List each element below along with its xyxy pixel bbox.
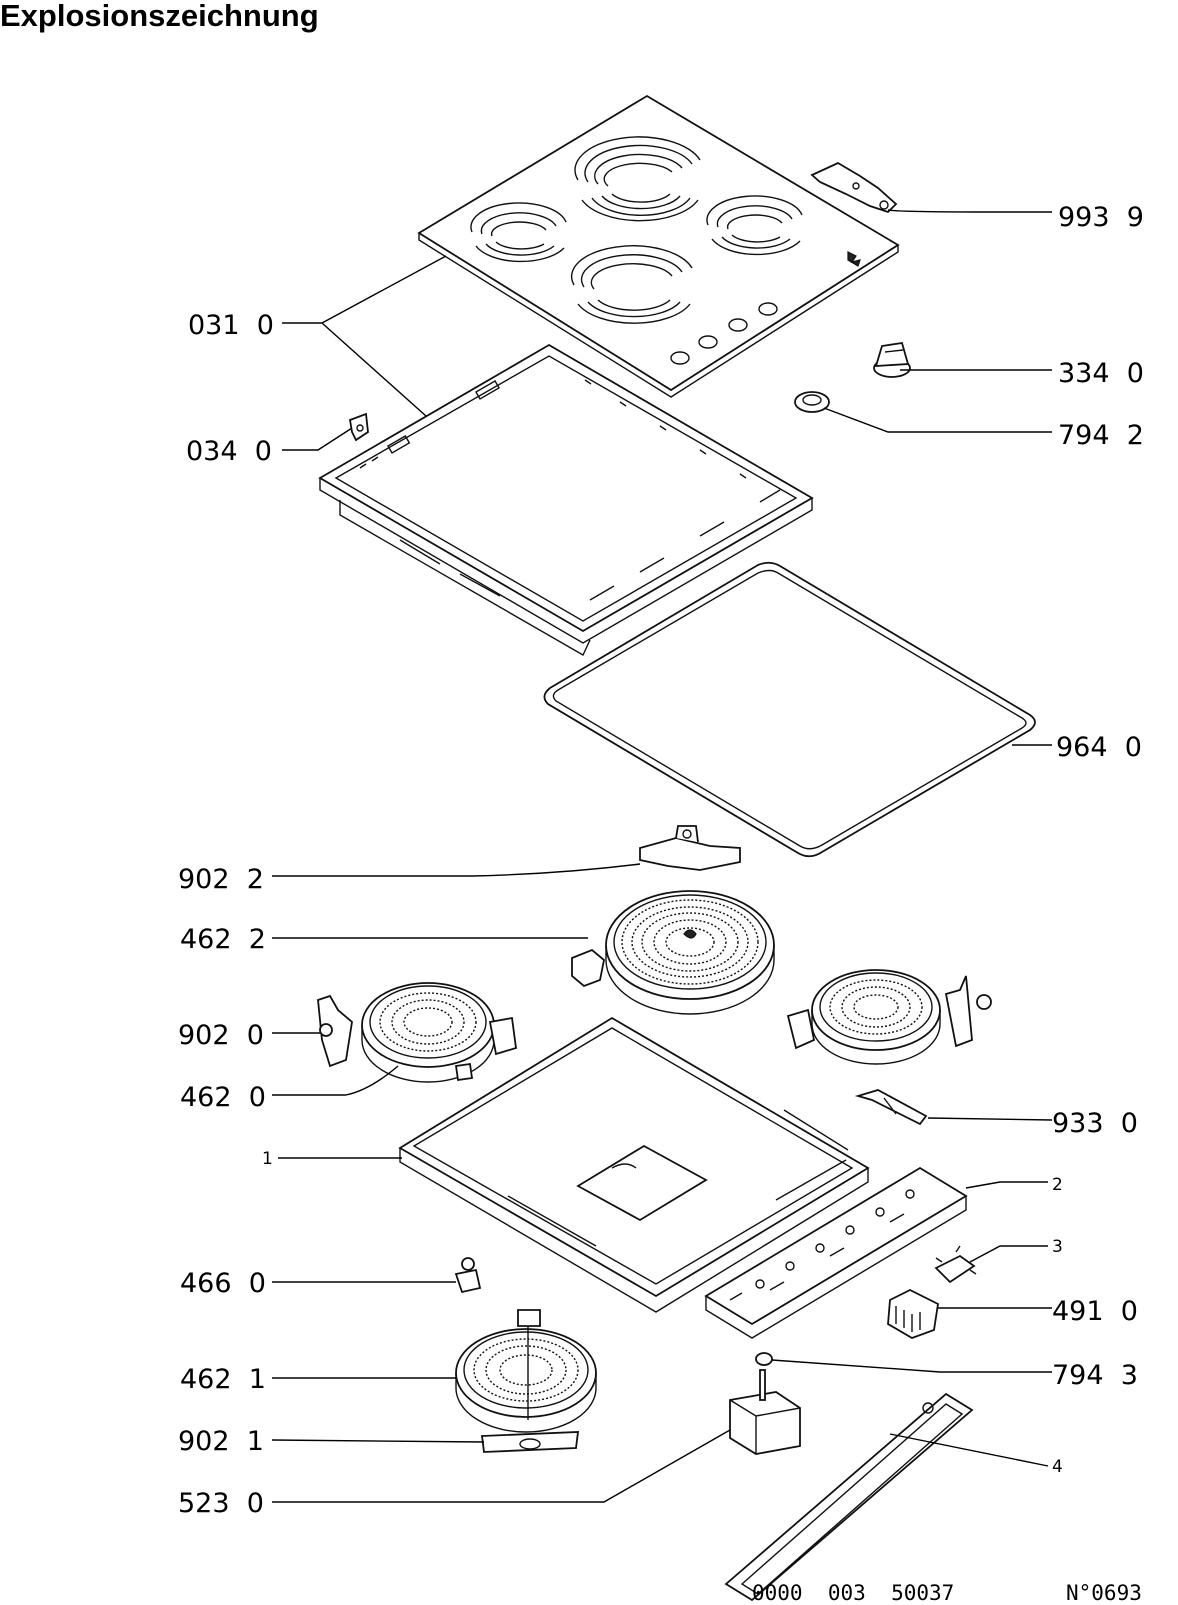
part-label-902-0: 902 0 <box>178 1020 264 1051</box>
sheet-reference: N°0693 <box>1066 1581 1142 1605</box>
part-label-334-0: 334 0 <box>1058 358 1144 389</box>
part-label-034-0: 034 0 <box>186 436 272 467</box>
ring-part-794-2 <box>794 391 830 413</box>
knob-part-334-0 <box>873 341 911 378</box>
heating-element-part-462-0 <box>361 982 517 1083</box>
ring-part-794-3 <box>755 1352 773 1366</box>
part-label-031-0: 031 0 <box>188 310 274 341</box>
switch-part-3 <box>934 1245 977 1284</box>
part-labels: 993 9 031 0 334 0 794 2 034 0 964 0 902 … <box>178 202 1144 1519</box>
heating-element-part-462-2 <box>571 890 775 1015</box>
part-label-902-1: 902 1 <box>178 1426 264 1457</box>
heating-element-right <box>786 969 992 1065</box>
part-label-462-2: 462 2 <box>180 924 266 955</box>
part-label-993-9: 993 9 <box>1058 202 1144 233</box>
part-label-491-0: 491 0 <box>1052 1296 1138 1327</box>
part-label-933-0: 933 0 <box>1052 1108 1138 1139</box>
bracket-part-902-0 <box>317 994 353 1068</box>
part-label-462-1: 462 1 <box>180 1364 266 1395</box>
part-label-794-2: 794 2 <box>1058 420 1144 451</box>
clip-part-034-0 <box>348 412 369 442</box>
part-label-466-0: 466 0 <box>180 1268 266 1299</box>
page-title: Explosionszeichnung <box>0 0 319 33</box>
part-label-2: 2 <box>1052 1175 1063 1195</box>
part-label-462-0: 462 0 <box>180 1082 266 1113</box>
heating-element-part-462-1 <box>455 1309 597 1433</box>
energy-regulator-part-523-0 <box>729 1369 801 1455</box>
ceramic-hob-top <box>417 94 900 398</box>
part-label-1: 1 <box>262 1149 273 1169</box>
leader-lines <box>271 209 1053 1503</box>
part-label-3: 3 <box>1052 1237 1063 1257</box>
trim-bar-part-4 <box>724 1392 974 1602</box>
part-label-523-0: 523 0 <box>178 1488 264 1519</box>
sensor-part-933-0 <box>854 1089 928 1126</box>
part-label-4: 4 <box>1052 1457 1063 1477</box>
terminal-block-part-491-0 <box>887 1288 939 1339</box>
gasket-part-964-0 <box>543 561 1036 858</box>
hob-frame <box>318 343 814 656</box>
part-label-902-2: 902 2 <box>178 864 264 895</box>
drawing-number: 0000 003 50037 <box>752 1581 954 1605</box>
bracket-part-993-9 <box>810 161 898 214</box>
control-panel-part-2 <box>704 1166 968 1339</box>
bracket-part-902-2 <box>639 825 741 871</box>
limiter-part-466-0 <box>454 1257 482 1294</box>
part-label-964-0: 964 0 <box>1056 732 1142 763</box>
part-label-794-3: 794 3 <box>1052 1360 1138 1391</box>
bracket-part-902-1 <box>480 1431 580 1453</box>
